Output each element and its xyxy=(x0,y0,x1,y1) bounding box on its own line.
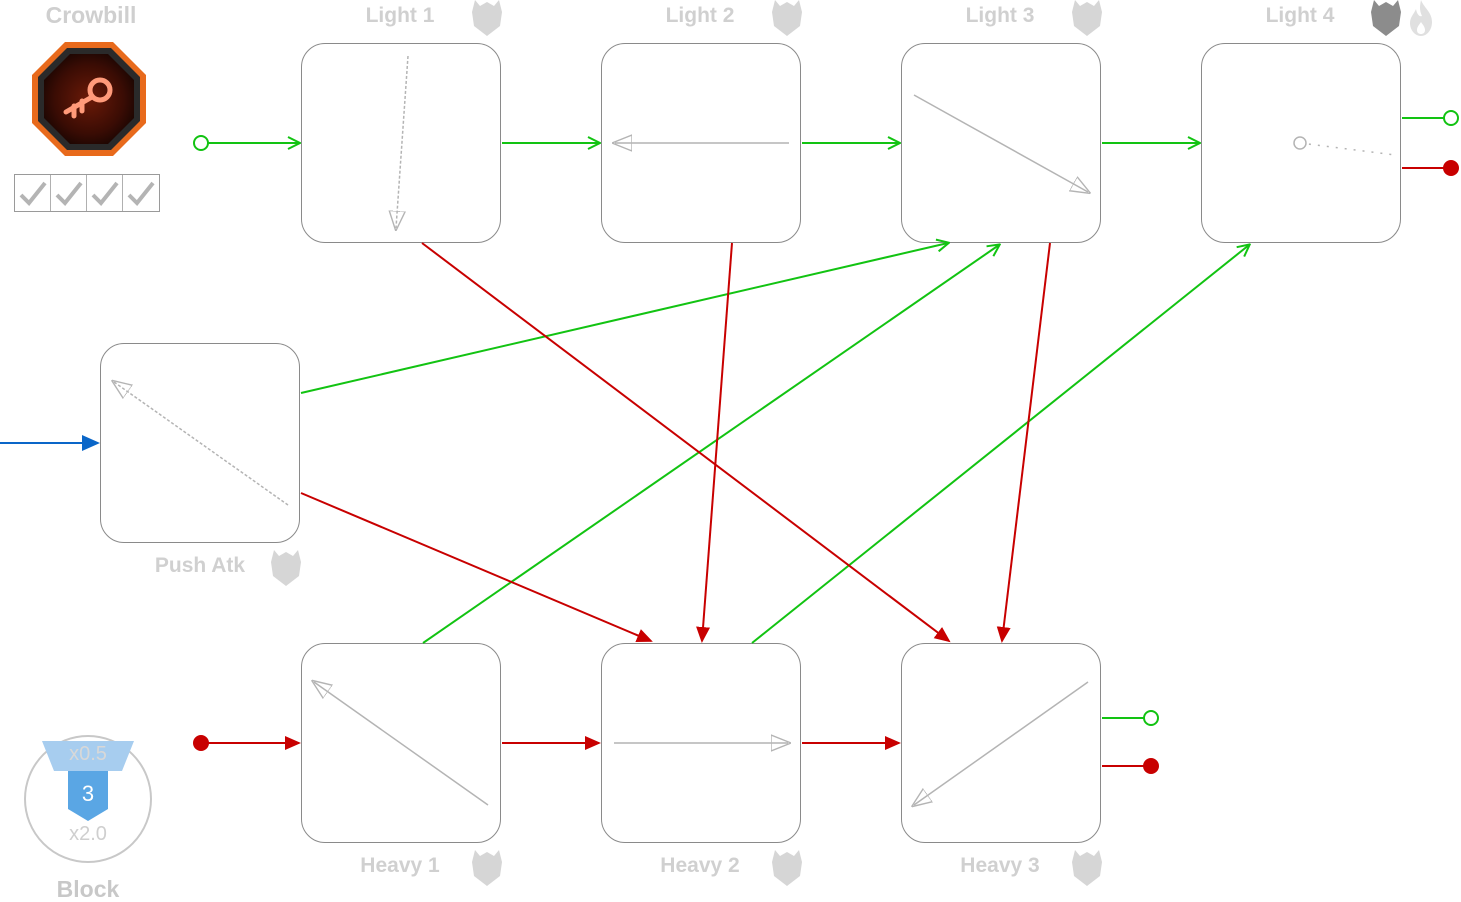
heavy2-label: Heavy 2 xyxy=(660,854,740,877)
direction-arrow xyxy=(913,94,1088,192)
light-exit-node xyxy=(1443,110,1459,126)
shield-icon xyxy=(472,850,502,886)
shield-icon xyxy=(772,0,802,36)
heavy-exit-node xyxy=(1143,758,1159,774)
block-top-multiplier: x0.5 xyxy=(69,743,107,765)
move-node-push-attack[interactable] xyxy=(100,343,300,543)
light-start-node xyxy=(193,135,209,151)
chain-arrow xyxy=(421,242,951,643)
chain-arrow xyxy=(300,243,948,394)
direction-origin-dot xyxy=(1293,136,1307,150)
direction-arrow xyxy=(1299,142,1396,156)
move-node-heavy1[interactable] xyxy=(301,643,501,843)
move-node-light2[interactable] xyxy=(601,43,801,243)
block-stamina-badge: x0.5 3 x2.0 xyxy=(22,733,154,865)
light-chain-arrows xyxy=(208,117,1444,719)
chain-arrow xyxy=(696,242,733,643)
light-exit-node xyxy=(1143,710,1159,726)
block-stamina-segment xyxy=(68,771,108,821)
upgrade-checkbox[interactable] xyxy=(51,175,87,211)
chain-arrow xyxy=(751,245,1249,644)
chain-arrow xyxy=(422,245,999,644)
move-node-heavy2[interactable] xyxy=(601,643,801,843)
shield-icon xyxy=(1072,850,1102,886)
heavy-exit-node xyxy=(1443,160,1459,176)
move-node-heavy3[interactable] xyxy=(901,643,1101,843)
direction-arrow xyxy=(314,682,489,806)
chain-arrow xyxy=(996,242,1051,643)
direction-arrow xyxy=(396,55,409,228)
light3-label: Light 3 xyxy=(965,4,1035,27)
block-bottom-multiplier: x2.0 xyxy=(69,823,107,845)
upgrade-checkboxes xyxy=(14,174,160,212)
heavy-chain-arrows xyxy=(208,167,1444,767)
light1-label: Light 1 xyxy=(365,4,435,27)
shield-icon xyxy=(772,850,802,886)
move-node-light1[interactable] xyxy=(301,43,501,243)
block-top-segment xyxy=(42,741,134,771)
weapon-name: Crowbill xyxy=(45,2,137,28)
heavy-start-node xyxy=(193,735,209,751)
shield-icon xyxy=(271,550,301,586)
direction-arrow xyxy=(114,382,289,506)
push-attack-label: Push Atk xyxy=(154,554,246,577)
block-stamina-value: 3 xyxy=(81,781,95,806)
heavy1-label: Heavy 1 xyxy=(360,854,440,877)
move-node-light3[interactable] xyxy=(901,43,1101,243)
light2-label: Light 2 xyxy=(665,4,735,27)
shield-icon xyxy=(1371,0,1401,36)
light4-label: Light 4 xyxy=(1265,4,1335,27)
upgrade-checkbox[interactable] xyxy=(123,175,159,211)
move-node-light4[interactable] xyxy=(1201,43,1401,243)
shield-icon xyxy=(1072,0,1102,36)
upgrade-checkbox[interactable] xyxy=(15,175,51,211)
upgrade-checkbox[interactable] xyxy=(87,175,123,211)
shield-icon xyxy=(472,0,502,36)
block-label: Block xyxy=(56,876,120,902)
crowbill-weapon-icon xyxy=(30,40,148,158)
attack-direction-arrows xyxy=(114,55,1396,806)
direction-arrow xyxy=(914,681,1089,805)
flame-icon xyxy=(1410,0,1432,36)
heavy3-label: Heavy 3 xyxy=(960,854,1040,877)
chain-arrow xyxy=(300,492,653,642)
